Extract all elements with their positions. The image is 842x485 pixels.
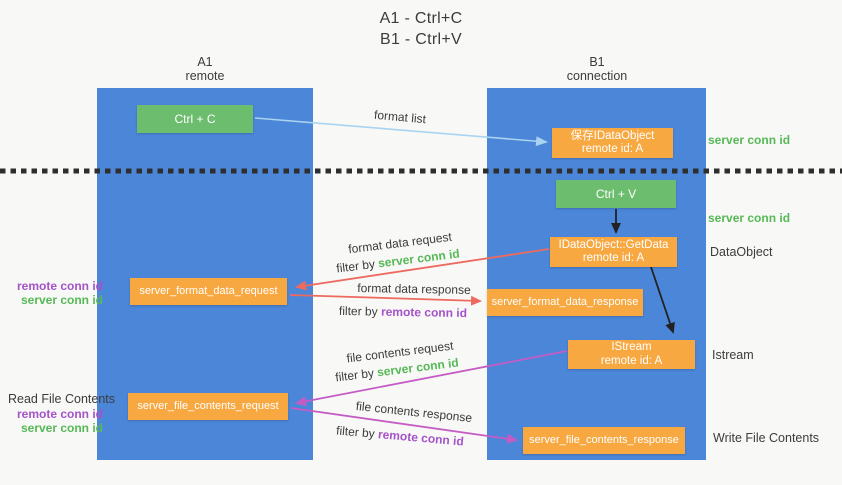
lifeline-b1-name: B1 xyxy=(589,55,605,69)
arrow-format-data-request xyxy=(295,248,550,291)
annotation-remote-conn-id-left-2: remote conn id xyxy=(16,407,103,421)
title-line-1: A1 - Ctrl+C xyxy=(379,10,463,27)
annotation-server-conn-id-left-1: server conn id xyxy=(20,293,103,307)
server-format-data-response-label: server_format_data_response xyxy=(491,295,639,308)
arrow-format-list xyxy=(254,117,548,147)
arrow-getdata-to-istream xyxy=(650,266,675,334)
box-save-idataobject: 保存IDataObject remote id: A xyxy=(552,128,673,158)
annotation-server-conn-id-left-2: server conn id xyxy=(20,421,103,435)
arrow-file-contents-response xyxy=(290,407,518,444)
lifeline-header-a1: A1 remote xyxy=(186,55,225,83)
lifeline-b1-role: connection xyxy=(566,69,628,83)
label-format-data-response: format data response xyxy=(357,281,471,297)
title-line-2: B1 - Ctrl+V xyxy=(380,31,462,48)
ctrl-c-label: Ctrl + C xyxy=(174,112,216,126)
server-file-contents-request-label: server_file_contents_request xyxy=(137,399,279,412)
annotation-server-conn-id-right-1: server conn id xyxy=(708,133,791,147)
annotation-read-file-contents: Read File Contents xyxy=(8,392,116,406)
save-idataobject-line1: 保存IDataObject xyxy=(570,129,655,142)
istream-line1: IStream xyxy=(611,341,652,353)
diagram-title: A1 - Ctrl+C B1 - Ctrl+V xyxy=(0,8,842,50)
box-istream: IStream remote id: A xyxy=(568,340,695,369)
save-idataobject-line2: remote id: A xyxy=(581,143,644,155)
box-server-file-contents-response: server_file_contents_response xyxy=(523,427,685,454)
getdata-line2: remote id: A xyxy=(582,252,645,264)
box-ctrl-v: Ctrl + V xyxy=(556,180,676,208)
label-filter-by-remote-conn-id-1: filter by remote conn id xyxy=(339,304,467,320)
annotation-remote-conn-id-left-1: remote conn id xyxy=(16,279,103,293)
lifeline-a1-name: A1 xyxy=(197,55,213,69)
arrow-format-data-response xyxy=(289,294,482,306)
server-format-data-request-label: server_format_data_request xyxy=(139,284,278,297)
annotation-server-conn-id-right-2: server conn id xyxy=(708,211,791,225)
lifeline-header-b1: B1 connection xyxy=(567,55,627,83)
annotation-istream: Istream xyxy=(712,348,754,362)
remote-conn-id-text: remote conn id xyxy=(380,304,468,321)
getdata-line1: IDataObject::GetData xyxy=(558,238,669,251)
box-server-file-contents-request: server_file_contents_request xyxy=(128,393,288,420)
box-ctrl-c: Ctrl + C xyxy=(137,105,253,133)
annotation-dataobject: DataObject xyxy=(710,245,773,259)
server-file-contents-response-label: server_file_contents_response xyxy=(529,433,679,446)
box-server-format-data-response: server_format_data_response xyxy=(487,289,643,316)
filter-by-text: filter by xyxy=(338,303,378,319)
arrow-file-contents-request xyxy=(295,350,568,407)
box-server-format-data-request: server_format_data_request xyxy=(130,278,287,305)
istream-line2: remote id: A xyxy=(600,354,663,367)
lifeline-a1-role: remote xyxy=(185,69,225,83)
box-idataobject-getdata: IDataObject::GetData remote id: A xyxy=(550,237,677,267)
annotation-write-file-contents: Write File Contents xyxy=(713,431,820,445)
ctrl-v-label: Ctrl + V xyxy=(595,187,637,201)
